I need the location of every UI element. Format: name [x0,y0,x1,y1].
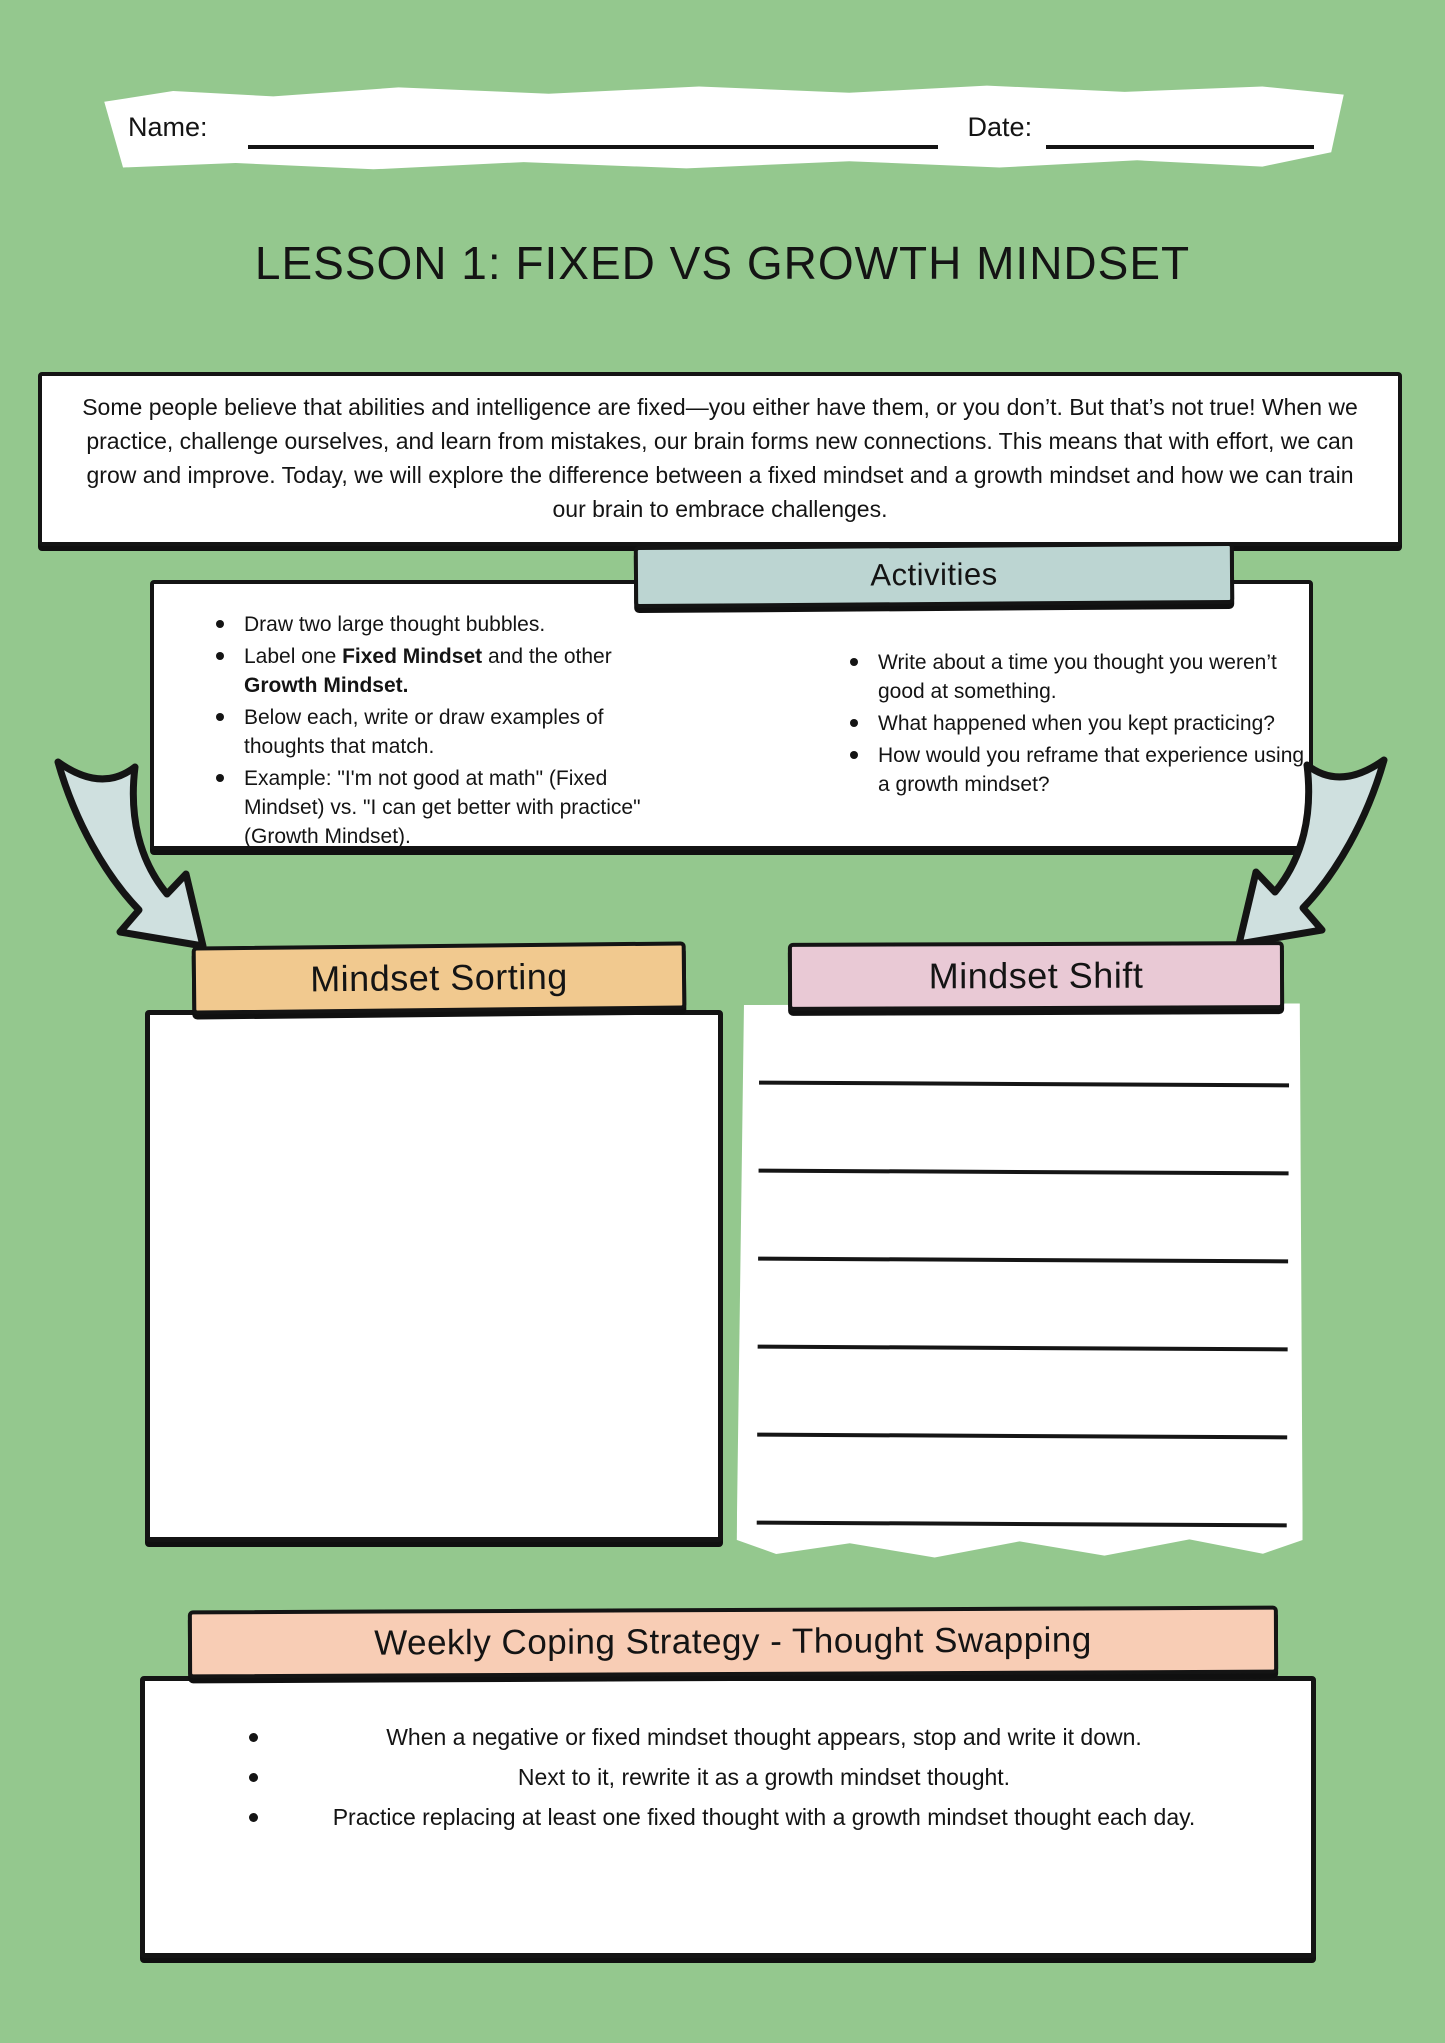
list-item: What happened when you kept practicing? [840,709,1310,738]
activities-heading-label: Activities [870,556,998,593]
list-item: Write about a time you thought you weren… [840,648,1310,706]
activities-list-left: Draw two large thought bubbles. Label one… [206,610,658,854]
mindset-shift-header: Mindset Shift [787,941,1285,1011]
list-item: When a negative or fixed mindset thought… [145,1719,1311,1756]
page-title: LESSON 1: FIXED VS GROWTH MINDSET [254,237,1191,289]
intro-paragraph: Some people believe that abilities and i… [82,394,1358,522]
name-input-line[interactable] [247,115,938,149]
list-item: Example: "I'm not good at math" (Fixed M… [206,764,658,851]
activities-header: Activities [633,541,1235,609]
mindset-shift-paper [737,1001,1306,1560]
list-item: Below each, write or draw examples of th… [206,703,658,761]
list-item: Practice replacing at least one fixed th… [145,1799,1311,1836]
curved-arrow-left-icon [40,748,220,960]
weekly-strategy-list: When a negative or fixed mindset thought… [145,1719,1311,1836]
name-date-strip: Name: Date: [104,85,1344,170]
mindset-sorting-workspace[interactable] [145,1010,723,1542]
mindset-sorting-header: Mindset Sorting [191,941,687,1015]
answer-line[interactable] [757,1521,1287,1528]
weekly-strategy-box: When a negative or fixed mindset thought… [140,1676,1316,1958]
answer-line[interactable] [758,1345,1288,1352]
mindset-sorting-heading-label: Mindset Sorting [309,955,569,1000]
list-item: Label one Fixed Mindset and the other Gr… [206,642,658,700]
activities-bullet-list-left: Draw two large thought bubbles. Label one… [206,610,658,851]
list-item: How would you reframe that experience us… [840,741,1310,799]
date-input-line[interactable] [1046,115,1315,149]
list-item: Draw two large thought bubbles. [206,610,658,639]
curved-arrow-right-icon [1222,746,1402,958]
activities-list-right: Write about a time you thought you weren… [840,648,1310,802]
answer-line[interactable] [758,1257,1288,1264]
answer-line[interactable] [757,1433,1287,1440]
intro-text-box: Some people believe that abilities and i… [38,372,1402,546]
activities-box: Draw two large thought bubbles. Label one… [150,580,1313,850]
answer-line[interactable] [759,1169,1289,1176]
mindset-shift-heading-label: Mindset Shift [928,954,1144,997]
activities-bullet-list-right: Write about a time you thought you weren… [840,648,1310,799]
weekly-strategy-heading-label: Weekly Coping Strategy - Thought Swappin… [374,1620,1092,1663]
weekly-strategy-header: Weekly Coping Strategy - Thought Swappin… [187,1605,1279,1679]
name-label: Name: [128,111,208,142]
date-label: Date: [967,111,1033,142]
answer-line[interactable] [759,1081,1289,1088]
list-item: Next to it, rewrite it as a growth minds… [145,1759,1311,1796]
